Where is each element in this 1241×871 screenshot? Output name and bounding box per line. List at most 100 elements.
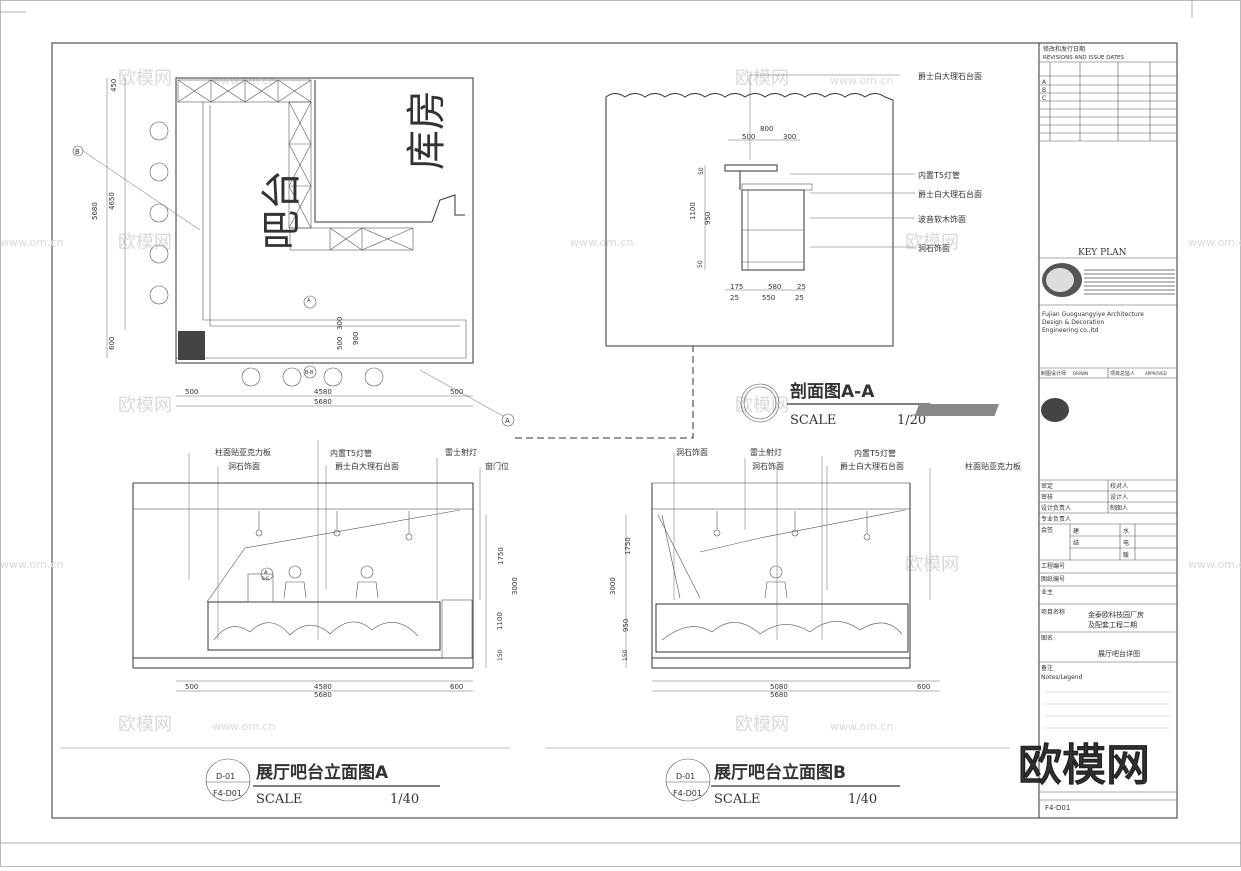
svg-text:修改和发行日期: 修改和发行日期 (1043, 45, 1085, 53)
elevation-a: 柱面贴亚克力板 洞石饰面 内置T5灯管 爵士白大理石台面 雷士射灯 窗门位 17… (132, 440, 519, 699)
watermark-text: www.om.cn (570, 236, 633, 249)
svg-text:5680: 5680 (770, 691, 788, 699)
watermark-text: 欧模网 (905, 232, 959, 253)
plan-label-bar: 吧台 (259, 170, 305, 250)
section-callout: 波音软木饰面 (918, 214, 966, 224)
svg-text:REVISIONS AND ISSUE DATES: REVISIONS AND ISSUE DATES (1043, 55, 1124, 61)
elev-b-callout: 柱面贴亚克力板 (965, 461, 1021, 471)
section-title: 剖面图A-A (790, 381, 875, 402)
svg-text:APPROVED: APPROVED (1145, 371, 1167, 376)
section-callout: 爵士白大理石台面 (918, 189, 982, 199)
watermark-text: 欧模网 (735, 714, 789, 735)
svg-text:1/40: 1/40 (390, 792, 419, 807)
watermark-text: www.om.cn (212, 720, 275, 733)
svg-text:水: 水 (1123, 527, 1129, 535)
elev-a-callout: 洞石饰面 (228, 461, 260, 471)
elev-a-callout: 雷士射灯 (445, 447, 477, 457)
watermark-text: 欧模网 (905, 554, 959, 575)
elev-a-callout: 柱面贴亚克力板 (215, 447, 271, 457)
section-view: 800 500 300 50 1100 950 50 175 580 25 25… (605, 71, 982, 428)
svg-text:审定: 审定 (1041, 482, 1053, 490)
svg-text:F4-D01: F4-D01 (213, 789, 242, 798)
svg-text:500: 500 (742, 133, 755, 141)
svg-text:A: A (307, 298, 311, 304)
svg-text:50: 50 (697, 260, 704, 268)
svg-text:Fujian Guoguangyiye Architectu: Fujian Guoguangyiye Architecture (1042, 311, 1144, 318)
svg-text:500: 500 (185, 388, 198, 396)
svg-text:图纸编号: 图纸编号 (1041, 575, 1065, 583)
elev-b-callout: 内置T5灯管 (854, 448, 896, 458)
project-name: 及配套工程二期 (1088, 620, 1137, 629)
svg-text:450: 450 (110, 79, 118, 92)
watermark-text: www.om.cn (0, 236, 63, 249)
svg-text:专业负责人: 专业负责人 (1041, 515, 1071, 523)
svg-text:900: 900 (352, 332, 360, 345)
elev-b-callout: 洞石饰面 (676, 447, 708, 457)
elevation-b: 洞石饰面 雷士射灯 洞石饰面 内置T5灯管 爵士白大理石台面 柱面贴亚克力板 1… (609, 447, 1021, 699)
svg-text:SCALE: SCALE (714, 792, 760, 807)
watermark-text: www.om.cn (0, 558, 63, 571)
plan-view: 吧台 库房 450 4650 5680 600 300 500 900 500 … (72, 77, 515, 427)
svg-text:5680: 5680 (91, 202, 99, 220)
svg-text:5680: 5680 (314, 398, 332, 406)
svg-text:4580: 4580 (314, 683, 332, 691)
svg-text:项目总监人: 项目总监人 (1110, 370, 1135, 377)
section-callout: 洞石饰面 (918, 243, 950, 253)
section-callout: 爵士白大理石台面 (918, 71, 982, 81)
plan-label-store: 库房 (404, 90, 450, 170)
svg-text:1100: 1100 (689, 202, 697, 220)
svg-text:25: 25 (730, 294, 739, 302)
svg-text:150: 150 (497, 649, 504, 661)
svg-text:300: 300 (783, 133, 796, 141)
svg-text:A: A (264, 570, 268, 576)
svg-text:3000: 3000 (609, 577, 617, 595)
section-scale-value: 1/20 (897, 413, 926, 428)
svg-text:5080: 5080 (770, 683, 788, 691)
svg-text:175: 175 (730, 283, 743, 291)
sheet-number: F4-D01 (1045, 804, 1070, 812)
watermark-text: 欧模网 (118, 232, 172, 253)
elev-a-callout: 内置T5灯管 (330, 448, 372, 458)
svg-text:600: 600 (450, 683, 463, 691)
svg-text:25: 25 (795, 294, 804, 302)
watermark-text: 欧模网 (118, 68, 172, 89)
svg-text:暖: 暖 (1123, 551, 1129, 559)
drawing-name: 展厅吧台详图 (1098, 649, 1140, 658)
svg-text:1100: 1100 (496, 612, 504, 630)
elev-b-callout: 爵士白大理石台面 (840, 461, 904, 471)
svg-text:F4-D01: F4-D01 (673, 789, 702, 798)
svg-text:A: A (1042, 79, 1047, 86)
svg-text:25: 25 (797, 283, 806, 291)
section-callout: 内置T5灯管 (918, 170, 960, 180)
elevation-b-title: D-01 F4-D01 展厅吧台立面图B SCALE 1/40 (545, 747, 1010, 807)
svg-text:备注: 备注 (1041, 664, 1053, 672)
svg-text:设计负责人: 设计负责人 (1041, 504, 1071, 512)
svg-text:设计人: 设计人 (1110, 493, 1128, 501)
watermark-text: 欧模网 (735, 395, 789, 416)
svg-text:项目名称: 项目名称 (1041, 608, 1065, 616)
svg-text:580: 580 (768, 283, 781, 291)
svg-text:审核: 审核 (1041, 493, 1053, 501)
svg-text:Engineering co.,ltd: Engineering co.,ltd (1042, 327, 1099, 334)
svg-text:图名: 图名 (1041, 634, 1053, 642)
svg-text:制图设计师: 制图设计师 (1041, 370, 1066, 377)
svg-text:电: 电 (1123, 539, 1129, 547)
svg-text:制图人: 制图人 (1110, 504, 1128, 512)
svg-text:C: C (1042, 95, 1046, 102)
elev-a-callout: 窗门位 (485, 461, 509, 471)
company-logo (1042, 263, 1175, 297)
svg-text:建: 建 (1073, 527, 1079, 535)
svg-text:Notes/Legend: Notes/Legend (1041, 674, 1083, 681)
svg-text:550: 550 (762, 294, 775, 302)
svg-text:B-B: B-B (262, 576, 269, 581)
svg-text:结: 结 (1073, 539, 1079, 547)
watermark-text: 欧模网 (118, 714, 172, 735)
watermark-logo: 欧模网 (1018, 740, 1150, 791)
svg-text:4580: 4580 (314, 388, 332, 396)
svg-text:150: 150 (622, 649, 629, 661)
svg-text:5680: 5680 (314, 691, 332, 699)
elev-b-callout: 雷士射灯 (750, 447, 782, 457)
watermark-text: www.om.cn (1188, 558, 1241, 571)
